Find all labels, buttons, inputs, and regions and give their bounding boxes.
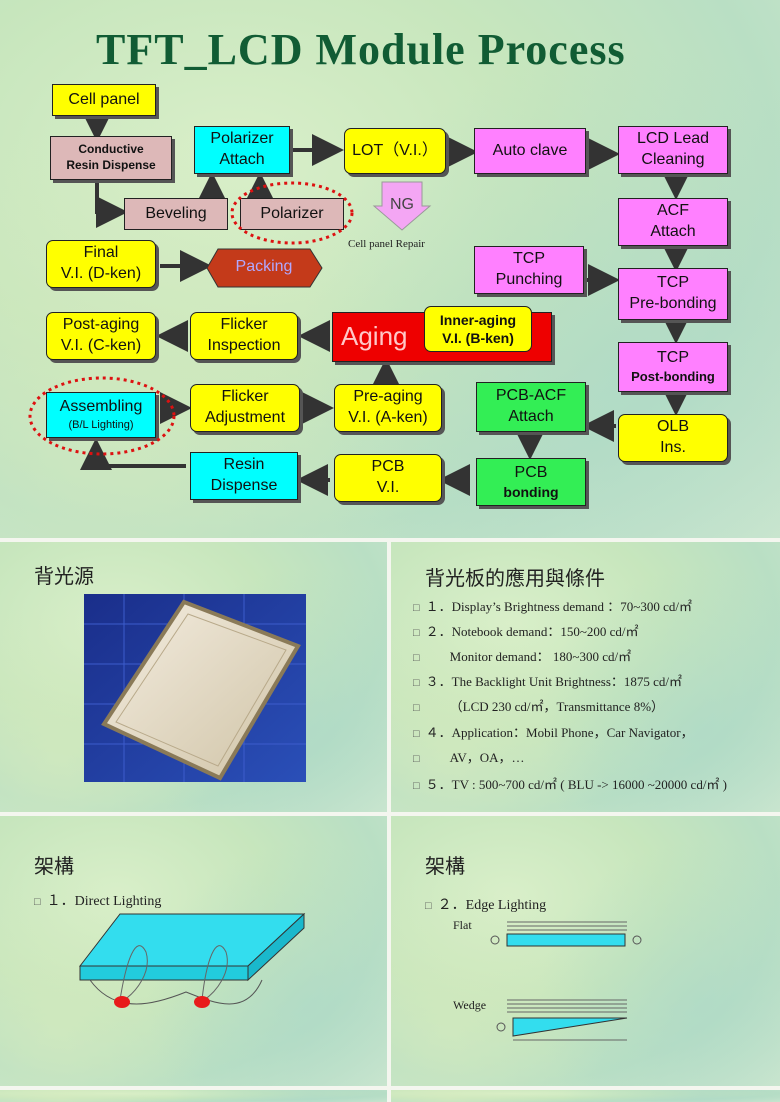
edge-title: 架構 [425,854,465,878]
wedge-label: Wedge [453,998,487,1012]
ng-label: NG [390,196,414,213]
auto-clave-box: Auto clave [474,128,586,174]
flat-lightguide-diagram [490,921,642,947]
direct-lighting-item: □１．Direct Lighting [34,894,162,909]
condition-line: □１．Display’s Brightness demand ：70~300 c… [413,599,692,614]
assembling-highlight-ellipse [28,376,176,456]
edge-lighting-item: □２．Edge Lighting [425,898,547,913]
polarizer-highlight-ellipse [230,181,354,245]
beveling-box: Beveling [124,198,228,230]
ng-down-arrow [372,181,432,231]
packing-octagon [206,248,323,288]
process-flow-panel: TFT_LCD Module Process [0,0,780,538]
cell-panel-repair-label: Cell panel Repair [348,238,425,250]
flat-label: Flat [453,918,472,932]
flow-arrows [80,110,692,496]
lot-vi-box: LOT（V.I.） [344,128,446,174]
page-title: TFT_LCD Module Process [96,25,626,74]
condition-line: □２．Notebook demand：150~200 cd/㎡ [413,624,639,639]
packing-label: Packing [235,258,293,275]
cell-panel-box: Cell panel [52,84,156,116]
condition-line: □Monitor demand： 180~300 cd/㎡ [413,649,632,664]
direct-title: 架構 [34,854,74,878]
condition-line: □３．The Backlight Unit Brightness：1875 cd… [413,674,683,689]
condition-line: □４．Application：Mobil Phone，Car Navigator… [413,725,694,740]
bottom-strip-right [391,1090,780,1102]
condition-line: □（LCD 230 cd/㎡，Transmittance 8%） [413,699,665,714]
edge-lighting-panel: 架構 □２．Edge Lighting Flat Wedge [391,816,780,1086]
wedge-lightguide-diagram [496,999,628,1041]
conditions-panel: 背光板的應用與條件 □１．Display’s Brightness demand… [391,542,780,812]
backlight-title: 背光源 [34,564,94,588]
conditions-title: 背光板的應用與條件 [425,566,605,590]
direct-lighting-diagram [78,912,306,1008]
direct-lighting-panel: 架構 □１．Direct Lighting [0,816,387,1086]
polarizer-box: Polarizer [240,198,344,230]
condition-line: □AV，OA，… [413,750,525,765]
bottom-strip-left [0,1090,387,1102]
condition-line: □５．TV : 500~700 cd/㎡ ( BLU -> 16000 ~200… [413,777,728,792]
assembling-box: Assembling(B/L Lighting) [46,392,156,438]
backlight-unit-photo [84,594,306,782]
backlight-panel: 背光源 [0,542,387,812]
